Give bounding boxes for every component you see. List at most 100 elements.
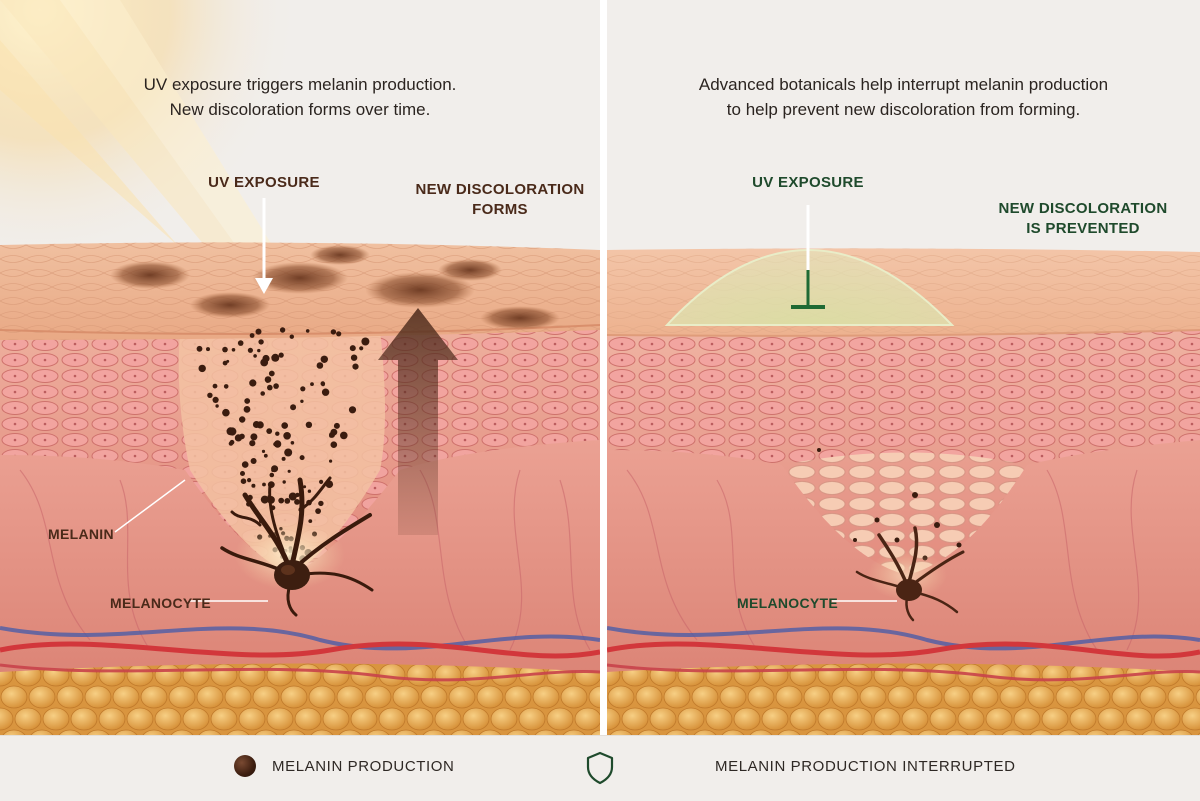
fat-cell bbox=[929, 707, 957, 731]
artery bbox=[0, 641, 600, 659]
fat-cell bbox=[817, 707, 845, 731]
melanin-granule bbox=[320, 381, 326, 386]
melanin-granule bbox=[318, 500, 324, 507]
left-caption-line2: New discoloration forms over time. bbox=[169, 100, 431, 119]
fat-cell bbox=[973, 729, 997, 735]
fat-cell bbox=[845, 707, 873, 731]
protected-cells bbox=[782, 452, 1027, 575]
melanin-leader bbox=[114, 479, 186, 533]
forms-label-line1: NEW DISCOLORATION bbox=[415, 181, 585, 198]
artery-right bbox=[607, 641, 1200, 659]
melanin-granule bbox=[340, 431, 348, 440]
right-caption-line2: to help prevent new discoloration from f… bbox=[726, 100, 1081, 119]
fat-cell bbox=[70, 707, 98, 731]
prevented-label-line1: NEW DISCOLORATION bbox=[998, 200, 1168, 217]
fat-cell bbox=[761, 707, 789, 731]
fat-cell bbox=[1013, 707, 1041, 731]
melanin-granule bbox=[294, 499, 300, 505]
melanin-granule bbox=[305, 421, 313, 428]
fat-cell bbox=[2, 729, 26, 735]
fat-cell bbox=[378, 707, 406, 731]
fat-cell bbox=[833, 729, 857, 735]
fat-cell bbox=[1181, 707, 1200, 731]
right-caption: Advanced botanicals help interrupt melan… bbox=[607, 72, 1200, 122]
fat-cell bbox=[803, 685, 831, 709]
melanin-granule bbox=[319, 479, 324, 484]
fat-cell bbox=[1029, 729, 1053, 735]
melanin-granule bbox=[275, 441, 281, 448]
fat-cell bbox=[406, 707, 434, 731]
melanin-granule bbox=[253, 354, 257, 358]
left-caption: UV exposure triggers melanin production.… bbox=[0, 72, 600, 122]
fat-cell bbox=[322, 663, 350, 687]
fat-cell bbox=[98, 707, 126, 731]
melanin-granule bbox=[229, 439, 235, 445]
melanin-granule bbox=[278, 352, 284, 358]
left-uv-label: UV EXPOSURE bbox=[208, 174, 320, 191]
fat-cell bbox=[226, 729, 250, 735]
fat-cell bbox=[490, 707, 518, 731]
fat-cell bbox=[1113, 729, 1137, 735]
fat-cell bbox=[86, 729, 110, 735]
fat-cell bbox=[705, 663, 733, 687]
fat-cell bbox=[210, 707, 238, 731]
melanin-granule bbox=[262, 482, 266, 487]
melanin-granule bbox=[361, 337, 370, 346]
fat-cell bbox=[749, 729, 773, 735]
melanin-granule bbox=[247, 478, 252, 483]
melanin-granule bbox=[198, 364, 206, 373]
fat-cell bbox=[789, 663, 817, 687]
melanin-dot-icon bbox=[234, 755, 256, 777]
fat-cell bbox=[665, 729, 689, 735]
fat-cell bbox=[1083, 685, 1111, 709]
fat-cell bbox=[506, 729, 530, 735]
melanin-granule bbox=[231, 348, 236, 352]
fat-cell bbox=[154, 707, 182, 731]
fat-cell bbox=[238, 707, 266, 731]
right-melanocyte-label: MELANOCYTE bbox=[737, 595, 838, 611]
fat-cell bbox=[434, 707, 462, 731]
melanin-granule bbox=[269, 472, 275, 478]
forms-label-line2: FORMS bbox=[472, 201, 528, 218]
fat-cell bbox=[915, 685, 943, 709]
fat-cell bbox=[364, 685, 392, 709]
melanin-granule bbox=[284, 498, 291, 504]
fat-cell bbox=[649, 707, 677, 731]
left-melanocyte-label: MELANOCYTE bbox=[110, 595, 211, 611]
fat-cell bbox=[590, 729, 600, 735]
melanin-granule bbox=[278, 497, 285, 504]
fat-cell bbox=[504, 685, 532, 709]
right-caption-line1: Advanced botanicals help interrupt melan… bbox=[698, 75, 1109, 94]
fat-cell bbox=[957, 707, 985, 731]
fat-cell bbox=[1169, 729, 1193, 735]
melanin-granule bbox=[260, 391, 266, 396]
fat-cell bbox=[182, 707, 210, 731]
fat-cell bbox=[518, 707, 546, 731]
melanin-granule bbox=[300, 386, 306, 392]
fat-cell bbox=[534, 729, 558, 735]
melanin-granule bbox=[288, 492, 297, 501]
melanin-granule bbox=[316, 362, 324, 369]
melanin-granule bbox=[282, 480, 286, 484]
fat-cell bbox=[621, 707, 649, 731]
melanin-granule bbox=[243, 406, 251, 413]
melanin-granule bbox=[249, 440, 256, 447]
fat-cell bbox=[238, 663, 266, 687]
vein bbox=[0, 626, 600, 651]
fat-cell bbox=[462, 707, 490, 731]
melanin-granule bbox=[299, 455, 305, 461]
fat-cell bbox=[1111, 685, 1139, 709]
melanin-granule bbox=[330, 428, 338, 436]
fat-cell bbox=[775, 685, 803, 709]
fat-cell bbox=[0, 707, 14, 731]
prevented-label: NEW DISCOLORATION IS PREVENTED bbox=[983, 199, 1183, 239]
melanin-granule bbox=[251, 483, 256, 488]
melanin-granule bbox=[239, 433, 245, 440]
fat-cell bbox=[1069, 707, 1097, 731]
fat-cell bbox=[901, 663, 929, 687]
fat-cell bbox=[366, 729, 390, 735]
fat-cell bbox=[308, 685, 336, 709]
discoloration-arrow bbox=[378, 308, 458, 535]
fat-cell bbox=[999, 685, 1027, 709]
fat-cell bbox=[462, 663, 490, 687]
